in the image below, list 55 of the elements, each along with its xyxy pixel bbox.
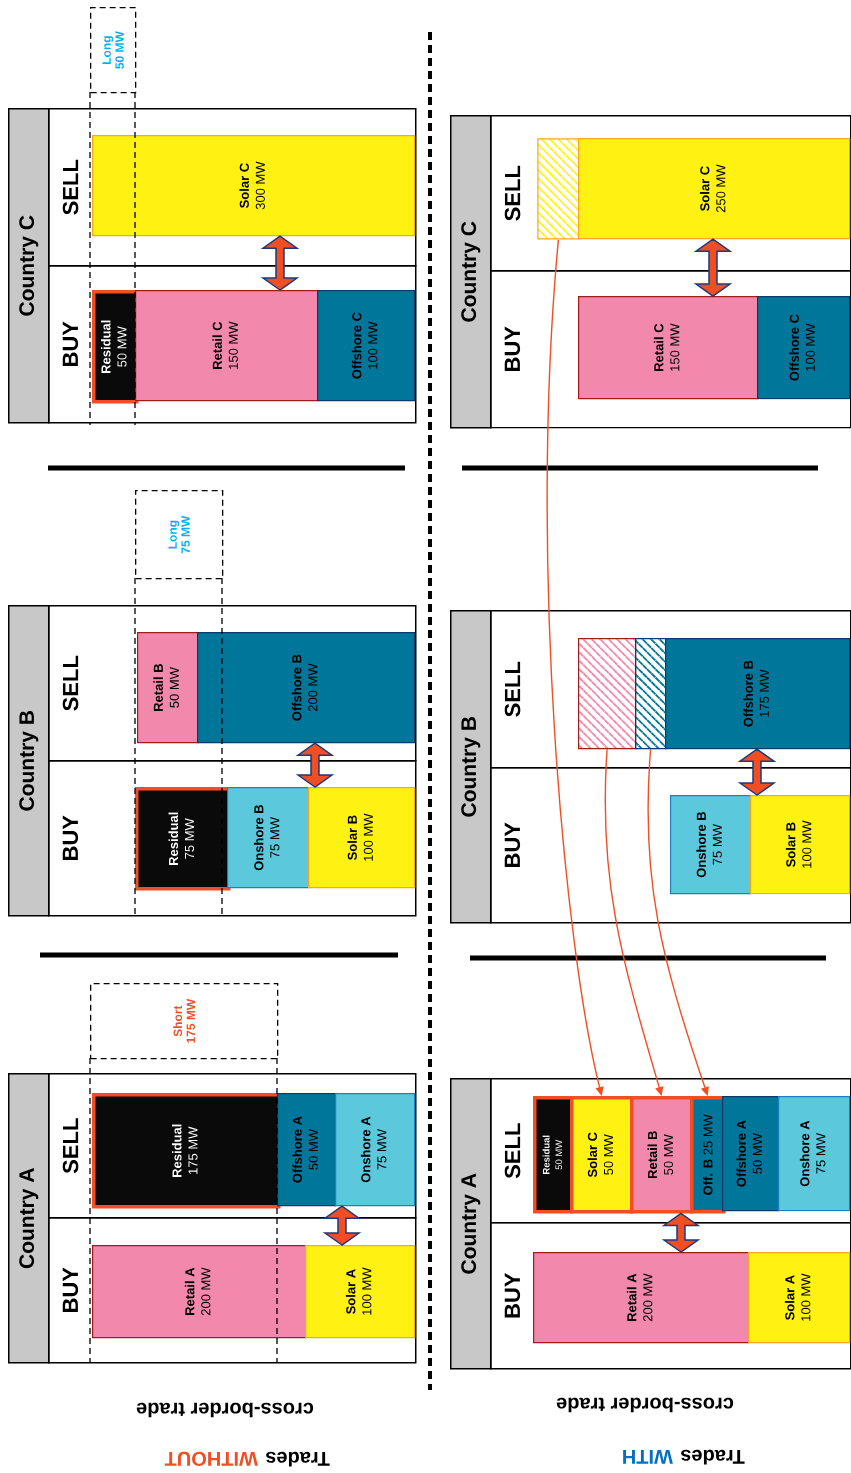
bar-segment: Solar B 100 MW <box>750 795 851 895</box>
dashed-box: Long 75 MW <box>135 490 224 580</box>
heading-text: Trades <box>266 1451 330 1467</box>
hatched-box <box>578 638 637 750</box>
bar-segment: Offshore A 50 MW <box>722 1096 780 1212</box>
country-header: Country C <box>450 115 492 429</box>
bar-segment: Solar C 300 MW <box>92 135 416 237</box>
bar-segment: Offshore C 100 MW <box>317 290 416 402</box>
heading-text: cross-border trade <box>136 1402 314 1418</box>
bar-segment: Solar B 100 MW <box>308 787 416 889</box>
double-arrow <box>661 1212 701 1253</box>
country-header: Country A <box>8 1073 50 1364</box>
bar-segment: Off. B 25 MW <box>690 1096 726 1214</box>
bar-segment: Residual 175 MW <box>92 1093 281 1209</box>
bar-segment: Solar A 100 MW <box>748 1252 851 1344</box>
bar-segment: Retail C 150 MW <box>135 290 319 402</box>
bar-segment: Offshore A 50 MW <box>277 1093 337 1207</box>
double-arrow <box>295 742 335 788</box>
bar-segment: Retail A 200 MW <box>92 1245 307 1339</box>
hatched-box <box>537 138 580 240</box>
double-arrow <box>260 235 300 291</box>
country-header: Country A <box>450 1078 492 1370</box>
dashed-box: Short 175 MW <box>90 983 279 1060</box>
country-header: Country B <box>8 605 50 917</box>
hatched-box <box>635 638 667 750</box>
country-header: Country C <box>8 108 50 424</box>
bar-segment: Solar C 50 MW <box>570 1096 634 1214</box>
double-arrow <box>693 238 733 297</box>
bar-segment: Residual 75 MW <box>135 787 231 891</box>
bar-segment: Onshore B 75 MW <box>227 787 310 889</box>
dashed-box: Long 50 MW <box>90 7 137 94</box>
bar-segment: Solar A 100 MW <box>305 1245 416 1339</box>
heading-text: cross-border trade <box>556 1397 734 1413</box>
bar-segment: Solar C 250 MW <box>578 138 851 240</box>
bar-segment: Offshore B 200 MW <box>197 632 416 744</box>
bar-segment: Residual 50 MW <box>533 1096 574 1214</box>
heading-text: WITH <box>623 1450 673 1464</box>
bar-segment: Onshore A 75 MW <box>335 1093 416 1207</box>
arrow <box>647 748 709 1096</box>
arrow <box>604 748 664 1096</box>
country-header: Country B <box>450 610 492 924</box>
double-arrow <box>737 748 777 796</box>
bar-segment: Retail A 200 MW <box>533 1252 750 1344</box>
heading-text: WITHOUT <box>164 1451 258 1466</box>
double-arrow <box>322 1205 362 1246</box>
arrow <box>546 239 604 1096</box>
heading-text: Trades <box>681 1449 745 1465</box>
bar-segment: Offshore B 175 MW <box>665 638 851 750</box>
bar-segment: Offshore C 100 MW <box>757 296 851 400</box>
bar-segment: Onshore B 75 MW <box>670 795 752 895</box>
bar-segment: Onshore A 75 MW <box>778 1096 851 1212</box>
bar-segment: Retail B 50 MW <box>137 632 199 744</box>
bar-segment: Residual 50 MW <box>92 290 139 404</box>
bar-segment: Retail C 150 MW <box>578 296 759 400</box>
bar-segment: Retail B 50 MW <box>630 1096 694 1214</box>
